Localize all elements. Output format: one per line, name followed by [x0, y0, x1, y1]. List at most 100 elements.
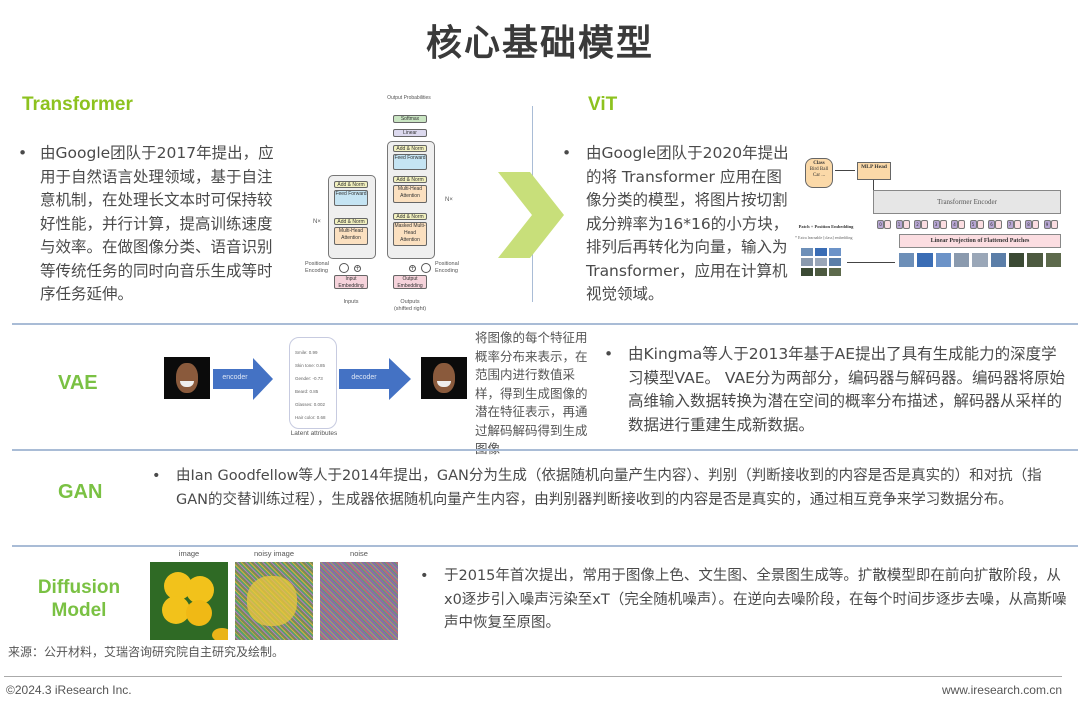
diffusion-text: 于2015年首次提出，常用于图像上色、文生图、全景图生成等。扩散模型即在前向扩散… [444, 568, 1067, 631]
transformer-text: 由Google团队于2017年提出，应用于自然语言处理领域，基于自注意机制，在处… [40, 144, 274, 303]
noise-image [320, 562, 398, 640]
bullet: • [604, 345, 614, 363]
add-circle-icon: + [354, 265, 361, 272]
class-label: Class [813, 161, 825, 166]
vit-description: • 由Google团队于2020年提出的将 Transformer 应用在图像分… [562, 142, 794, 307]
image-patch [935, 253, 951, 267]
transformer-architecture-diagram: Output Probabilities Softmax Linear Add … [305, 95, 475, 315]
transformer-title: Transformer [22, 94, 133, 115]
bullet: • [152, 468, 161, 484]
encoder-nx-label: N× [313, 219, 321, 225]
latent-attribute: Skin tone: 0.85 [295, 363, 326, 368]
mlp-head-block: MLP Head [857, 162, 891, 180]
noise-label: noise [350, 549, 368, 558]
source-note: 来源：公开材料，艾瑞咨询研究院自主研究及绘制。 [8, 645, 285, 659]
latent-attribute: Gender: -0.73 [295, 376, 323, 381]
decoder-add-norm-2: Add & Norm [393, 176, 427, 183]
input-embedding-block: Input Embedding [334, 275, 368, 289]
diffusion-title-line1: Diffusion [37, 577, 121, 598]
footer-divider [4, 676, 1062, 677]
gan-description: • 由Ian Goodfellow等人于2014年提出，GAN分为生成（依据随机… [152, 465, 1062, 512]
linear-projection-block: Linear Projection of Flattened Patches [899, 234, 1061, 248]
encoder-add-norm-2: Add & Norm [334, 181, 368, 188]
masked-multi-head-attention: Masked Multi-Head Attention [393, 222, 427, 246]
image-patch [1027, 253, 1043, 267]
vae-description: • 由Kingma等人于2013年基于AE提出了具有生成能力的深度学习模型VAE… [604, 343, 1066, 437]
sine-wave-icon [339, 263, 349, 273]
flower-image [150, 562, 228, 640]
decoder-label: decoder [351, 374, 377, 381]
bullet: • [562, 144, 572, 162]
sine-wave-icon [421, 263, 431, 273]
decoder-add-norm-1: Add & Norm [393, 213, 427, 220]
decoder-multi-head-attention: Multi-Head Attention [393, 185, 427, 203]
latent-attribute: Hair color: 0.68 [295, 415, 326, 420]
decoder-add-norm-3: Add & Norm [393, 145, 427, 152]
position-token: 1 [895, 220, 911, 229]
image-patch [972, 253, 988, 267]
vae-side-note: 将图像的每个特征用概率分布来表示，在范围内进行数值采样，得到生成图像的潜在特征表… [475, 330, 588, 456]
section-divider [12, 449, 1078, 451]
position-token: 5 [969, 220, 985, 229]
transformer-encoder-block: Transformer Encoder [873, 190, 1061, 214]
vit-title: ViT [588, 94, 618, 115]
encoder-arrow [213, 358, 273, 400]
class-list: Bird Ball Car ... [809, 167, 829, 178]
image-patch [917, 253, 933, 267]
output-face-image [421, 357, 467, 399]
noisy-flower-image [235, 562, 313, 640]
encoder-add-norm-1: Add & Norm [334, 218, 368, 225]
diffusion-description: • 于2015年首次提出，常用于图像上色、文生图、全景图生成等。扩散模型即在前向… [420, 565, 1070, 636]
output-probabilities-label: Output Probabilities [387, 95, 431, 101]
noisy-image-label: noisy image [253, 549, 295, 558]
diffusion-title-line2: Model [51, 600, 107, 621]
section-divider [12, 323, 1078, 325]
class-output: Class Bird Ball Car ... [805, 158, 833, 188]
transformer-description: • 由Google团队于2017年提出，应用于自然语言处理领域，基于自注意机制，… [18, 142, 280, 307]
position-token: 6 [988, 220, 1003, 229]
patch-sequence [899, 253, 1061, 267]
position-token: 2 [914, 220, 929, 229]
page-title: 核心基础模型 [425, 23, 654, 64]
gan-text: 由Ian Goodfellow等人于2014年提出，GAN分为生成（依据随机向量… [176, 468, 1042, 508]
arrow-line [873, 180, 874, 190]
position-token: 9 [1043, 220, 1059, 229]
decoder-positional-encoding-label: Positional Encoding [435, 261, 459, 274]
extra-embedding-note: * Extra learnable [class] embedding [795, 235, 853, 240]
inputs-label: Inputs [343, 299, 359, 305]
latent-attribute: Beard: 0.85 [295, 389, 319, 394]
arrow-line [835, 170, 855, 171]
encoder-positional-encoding-label: Positional Encoding [305, 261, 329, 274]
input-face-image [164, 357, 210, 399]
gan-title: GAN [58, 481, 103, 503]
encoder-feed-forward: Feed Forward [334, 190, 368, 206]
input-image-grid [801, 248, 843, 278]
position-token: 8 [1025, 220, 1040, 229]
latent-attributes-caption: Latent attributes [290, 430, 338, 437]
footer-website[interactable]: www.iresearch.com.cn [941, 683, 1062, 697]
arrow-line [847, 262, 895, 263]
patch-embedding-label: Patch + Position Embedding [798, 224, 854, 229]
image-patch [1008, 253, 1025, 267]
image-patch [899, 253, 915, 267]
softmax-block: Softmax [393, 115, 427, 123]
linear-block: Linear [393, 129, 427, 137]
footer-copyright: ©2024.3 iResearch Inc. [6, 683, 132, 697]
bullet: • [18, 144, 28, 162]
latent-attribute: Smile: 0.99 [295, 350, 318, 355]
section-divider [12, 545, 1078, 547]
position-token: 4 [951, 220, 966, 229]
vae-text: 由Kingma等人于2013年基于AE提出了具有生成能力的深度学习模型VAE。 … [628, 345, 1065, 434]
chevron-arrow-icon [498, 172, 564, 258]
encoder-multi-head-attention: Multi-Head Attention [334, 227, 368, 245]
image-patch [953, 253, 970, 267]
image-patch [1045, 253, 1061, 267]
latent-attribute: Glasses: 0.002 [295, 402, 326, 407]
decoder-feed-forward: Feed Forward [393, 154, 427, 170]
encoder-stack [328, 175, 376, 259]
image-label: image [178, 549, 200, 558]
image-patch [990, 253, 1006, 267]
position-token: 7 [1006, 220, 1022, 229]
